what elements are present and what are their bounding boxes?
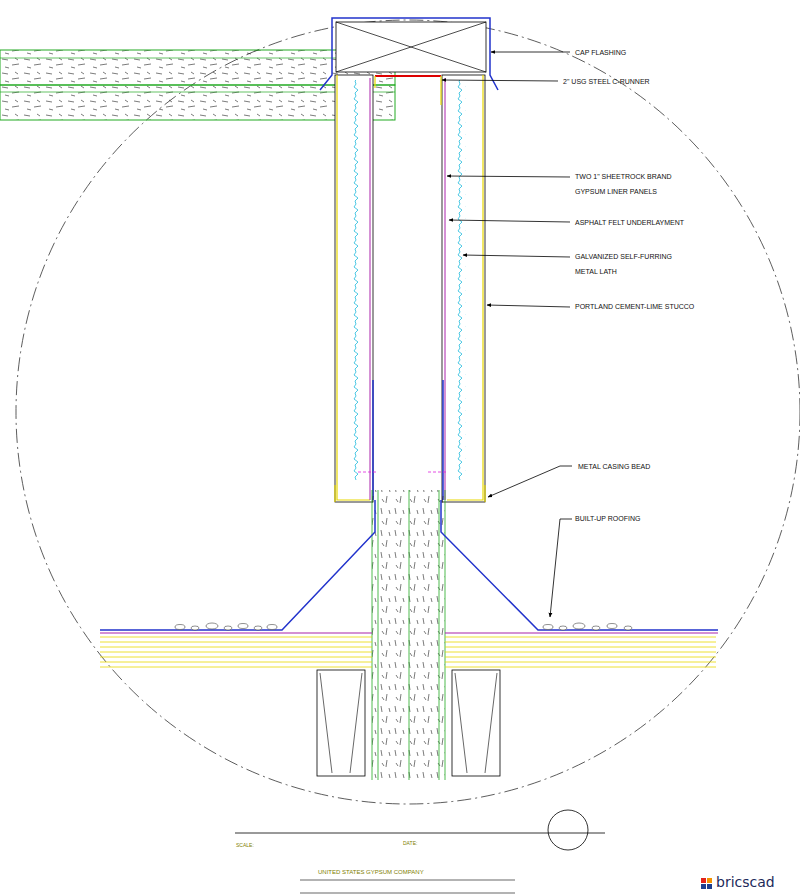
callout-label: GALVANIZED SELF-FURRING METAL LATH xyxy=(575,249,679,279)
callout-label: ASPHALT FELT UNDERLAYMENT xyxy=(575,215,684,230)
title-block-field: SCALE: xyxy=(236,838,254,853)
watermark: bricscad xyxy=(716,873,775,891)
callout-label: BUILT-UP ROOFING xyxy=(575,511,640,526)
callout-label: METAL CASING BEAD xyxy=(578,459,650,474)
title-block-field: DATE: xyxy=(403,836,417,851)
callout-label: CAP FLASHING xyxy=(575,45,626,60)
callout-label: 2" USG STEEL C-RUNNER xyxy=(563,74,650,89)
callout-label: TWO 1" SHEETROCK BRAND GYPSUM LINER PANE… xyxy=(575,169,679,199)
callout-label: PORTLAND CEMENT-LIME STUCCO xyxy=(575,299,694,314)
company-name: UNITED STATES GYPSUM COMPANY xyxy=(318,865,424,880)
